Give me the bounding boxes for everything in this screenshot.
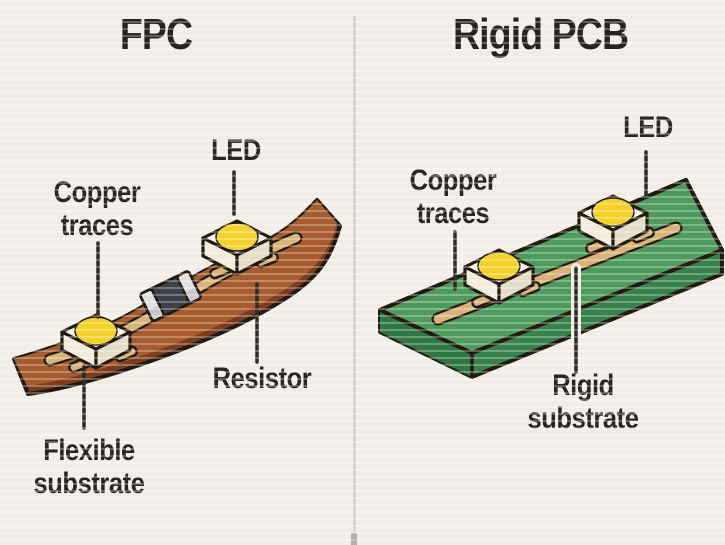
- fpc-resistor-label: Resistor: [212, 362, 312, 395]
- rigid-substrate-end-face: [380, 310, 472, 377]
- pcb-rigid-substrate-label: Rigid substrate: [527, 369, 639, 435]
- panel-divider-tip: [351, 533, 357, 545]
- pcb-copper-traces-label: Copper traces: [409, 164, 497, 230]
- pcb-led-label: LED: [623, 111, 673, 144]
- fpc-flexible-substrate-label: Flexible substrate: [33, 434, 145, 500]
- resistor-component: [139, 270, 202, 322]
- panel-divider-line: [353, 16, 356, 545]
- fpc-copper-traces-label: Copper traces: [53, 176, 141, 242]
- rigid-pcb-title: Rigid PCB: [453, 10, 629, 59]
- rigid-pcb-illustration: [378, 150, 724, 379]
- fpc-led-label: LED: [211, 134, 261, 167]
- fpc-title: FPC: [119, 10, 193, 59]
- fpc-illustration: [12, 170, 342, 430]
